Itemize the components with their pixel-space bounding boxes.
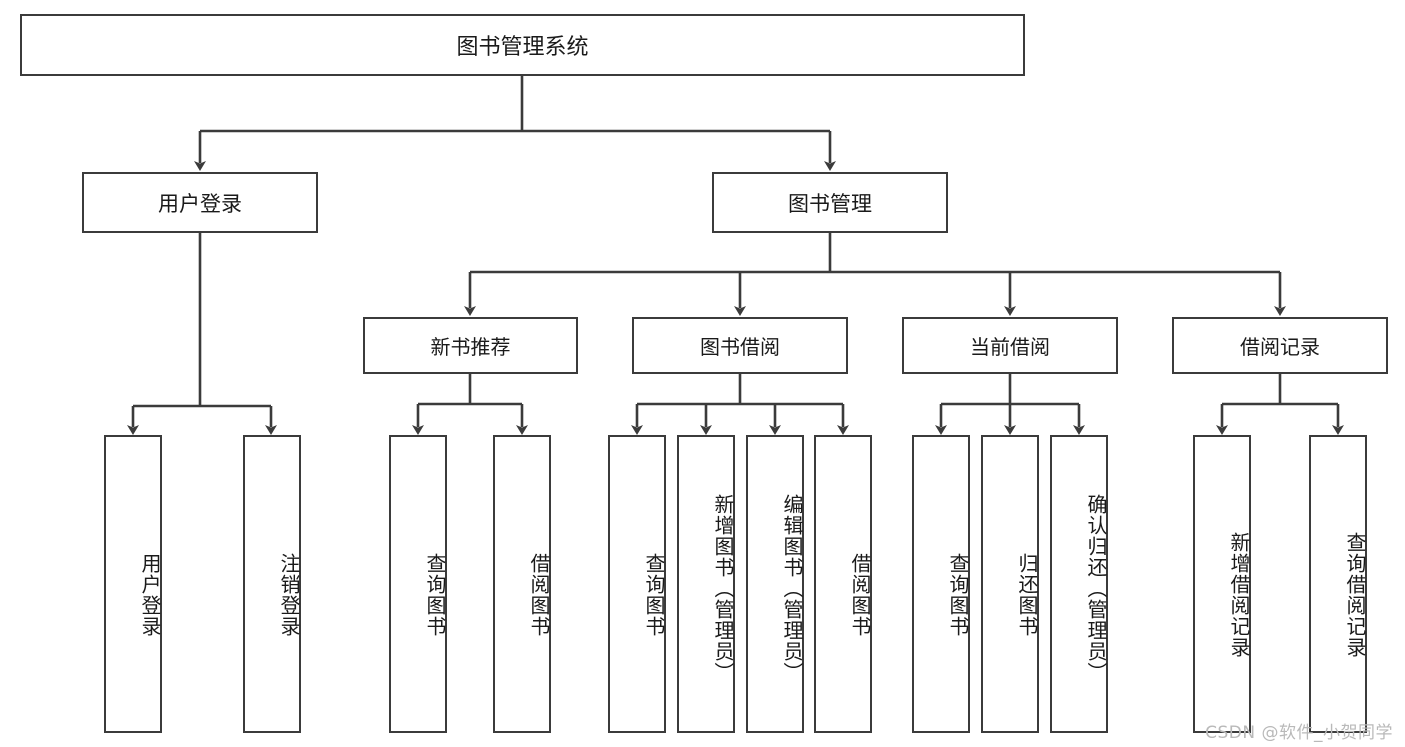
leaf-label: 用户登录 [138,553,162,637]
leaf-label: 查询图书 [423,553,447,637]
leaf-label: 归还图书 [1015,553,1039,637]
node-borrow-record-label: 借阅记录 [1240,335,1320,359]
node-current-borrow[interactable]: 当前借阅 [902,317,1118,374]
leaf-label: 编辑图书（管理员） [780,493,804,683]
node-book-borrow-label: 图书借阅 [700,335,780,359]
node-book-manage[interactable]: 图书管理 [712,172,948,233]
leaf-label: 借阅图书 [527,553,551,637]
leaf-current-confirm-return-admin[interactable]: 确认归还（管理员） [1050,435,1108,733]
leaf-current-query-book[interactable]: 查询图书 [912,435,970,733]
node-book-borrow[interactable]: 图书借阅 [632,317,848,374]
leaf-current-return-book[interactable]: 归还图书 [981,435,1039,733]
watermark: CSDN @软件_小贺同学 [1205,723,1393,743]
leaf-borrow-add-book-admin[interactable]: 新增图书（管理员） [677,435,735,733]
node-current-borrow-label: 当前借阅 [970,335,1050,359]
node-borrow-record[interactable]: 借阅记录 [1172,317,1388,374]
node-book-manage-label: 图书管理 [788,191,872,216]
leaf-new-book-query[interactable]: 查询图书 [389,435,447,733]
leaf-label: 注销登录 [277,553,301,637]
leaf-new-book-borrow[interactable]: 借阅图书 [493,435,551,733]
leaf-label: 新增图书（管理员） [711,493,735,683]
leaf-label: 查询图书 [642,553,666,637]
leaf-label: 新增借阅记录 [1227,532,1251,658]
leaf-label: 确认归还（管理员） [1084,493,1108,683]
leaf-user-login-logout[interactable]: 注销登录 [243,435,301,733]
leaf-label: 借阅图书 [848,553,872,637]
node-user-login[interactable]: 用户登录 [82,172,318,233]
node-user-login-label: 用户登录 [158,191,242,216]
leaf-borrow-edit-book-admin[interactable]: 编辑图书（管理员） [746,435,804,733]
leaf-label: 查询借阅记录 [1343,532,1367,658]
leaf-label: 查询图书 [946,553,970,637]
node-root[interactable]: 图书管理系统 [20,14,1025,76]
node-root-label: 图书管理系统 [456,35,589,60]
leaf-record-add-record[interactable]: 新增借阅记录 [1193,435,1251,733]
leaf-user-login-login[interactable]: 用户登录 [104,435,162,733]
node-new-book-recommend[interactable]: 新书推荐 [363,317,578,374]
leaf-borrow-query-book[interactable]: 查询图书 [608,435,666,733]
node-new-book-recommend-label: 新书推荐 [430,335,511,359]
leaf-record-query-record[interactable]: 查询借阅记录 [1309,435,1367,733]
leaf-borrow-borrow-book[interactable]: 借阅图书 [814,435,872,733]
